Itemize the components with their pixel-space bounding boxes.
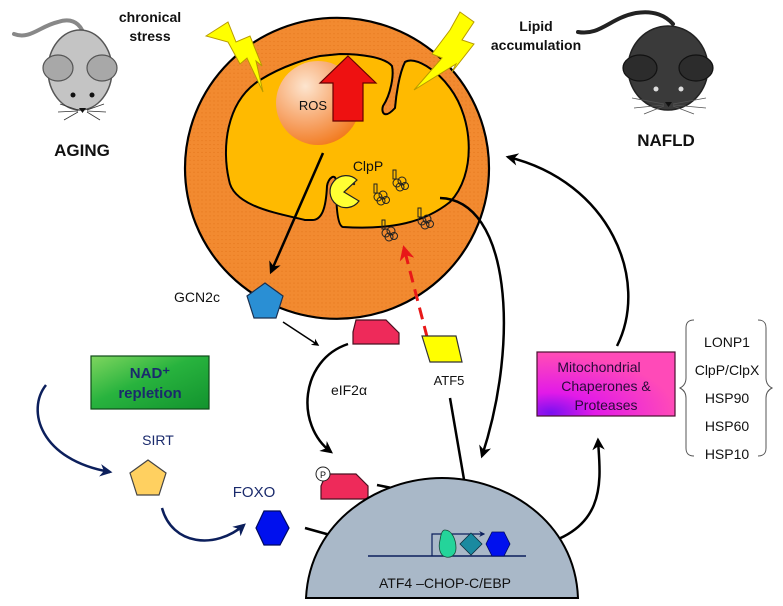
chop-diamond-shape xyxy=(459,532,483,556)
chaperones-label-line3: Proteases xyxy=(574,397,637,413)
chaperones-label-line1: Mitochondrial xyxy=(557,359,640,375)
aging-label: AGING xyxy=(54,141,110,160)
arrow-gcn2-to-eif2a xyxy=(282,321,320,346)
chaperone-item: HSP90 xyxy=(705,390,750,406)
atf5-parallelogram xyxy=(421,335,463,363)
sirt-label: SIRT xyxy=(142,432,174,448)
clpp-pacman-icon xyxy=(329,175,360,209)
chronical-stress-label-line2: stress xyxy=(129,28,170,44)
ros-label: ROS xyxy=(299,98,328,113)
arrow-eif2a-to-phospho xyxy=(306,342,349,454)
left-brace xyxy=(678,319,695,457)
chaperone-item: HSP60 xyxy=(705,418,750,434)
nad-label: NAD⁺ xyxy=(130,365,170,382)
atf4-blob-shape xyxy=(438,529,457,558)
chaperone-item: HSP10 xyxy=(705,446,750,462)
atf5-label: ATF5 xyxy=(434,373,465,388)
arrow-chaperones-to-mito xyxy=(505,153,630,347)
arrow-ros-to-gcn2 xyxy=(269,152,325,275)
chaperones-proteases-box xyxy=(536,351,676,417)
mitochondrion xyxy=(183,16,491,320)
chronical-stress-label-line1: chronical xyxy=(119,9,181,25)
gcn2c-pentagon xyxy=(246,282,284,319)
phosphate-label: P xyxy=(320,470,326,480)
eif2a-label: eIF2α xyxy=(331,382,367,398)
lightning-bolt-right-icon xyxy=(413,11,475,91)
cebp-hexagon-shape xyxy=(485,531,511,557)
nad-repletion-box xyxy=(90,355,210,410)
phosphate-icon xyxy=(315,466,331,482)
arrow-nad-to-sirt xyxy=(36,384,113,477)
foxo-label: FOXO xyxy=(233,484,276,501)
arrow-mito-to-nucleus xyxy=(439,196,506,459)
gcn2c-label: GCN2c xyxy=(174,289,220,305)
arrow-sirt-to-foxo xyxy=(160,507,246,542)
lightning-bolt-left-icon xyxy=(204,21,264,93)
sirt-pentagon xyxy=(129,459,167,496)
chaperones-label-line2: Chaperones & xyxy=(561,378,651,394)
eif2a-shape xyxy=(352,319,400,345)
lipid-accumulation-label-line1: Lipid xyxy=(519,18,552,34)
right-brace xyxy=(757,319,774,457)
gray-mouse-icon xyxy=(12,18,118,121)
clpp-label: ClpP xyxy=(353,158,383,174)
ros-increase-arrow-icon xyxy=(318,55,378,122)
black-mouse-icon xyxy=(576,10,714,115)
transcription-start-arrow xyxy=(431,531,486,556)
nafld-label: NAFLD xyxy=(637,131,695,150)
chaperone-item: ClpP/ClpX xyxy=(695,362,760,378)
repletion-label: repletion xyxy=(118,385,181,402)
lipid-accumulation-label-line2: accumulation xyxy=(491,37,581,53)
chaperone-list: LONP1 ClpP/ClpX HSP90 HSP60 HSP10 xyxy=(695,334,760,462)
misfolded-protein-icons xyxy=(373,169,434,242)
nucleus-label: ATF4 –CHOP-C/EBP xyxy=(379,575,511,591)
foxo-hexagon xyxy=(255,510,290,546)
chaperone-item: LONP1 xyxy=(704,334,750,350)
